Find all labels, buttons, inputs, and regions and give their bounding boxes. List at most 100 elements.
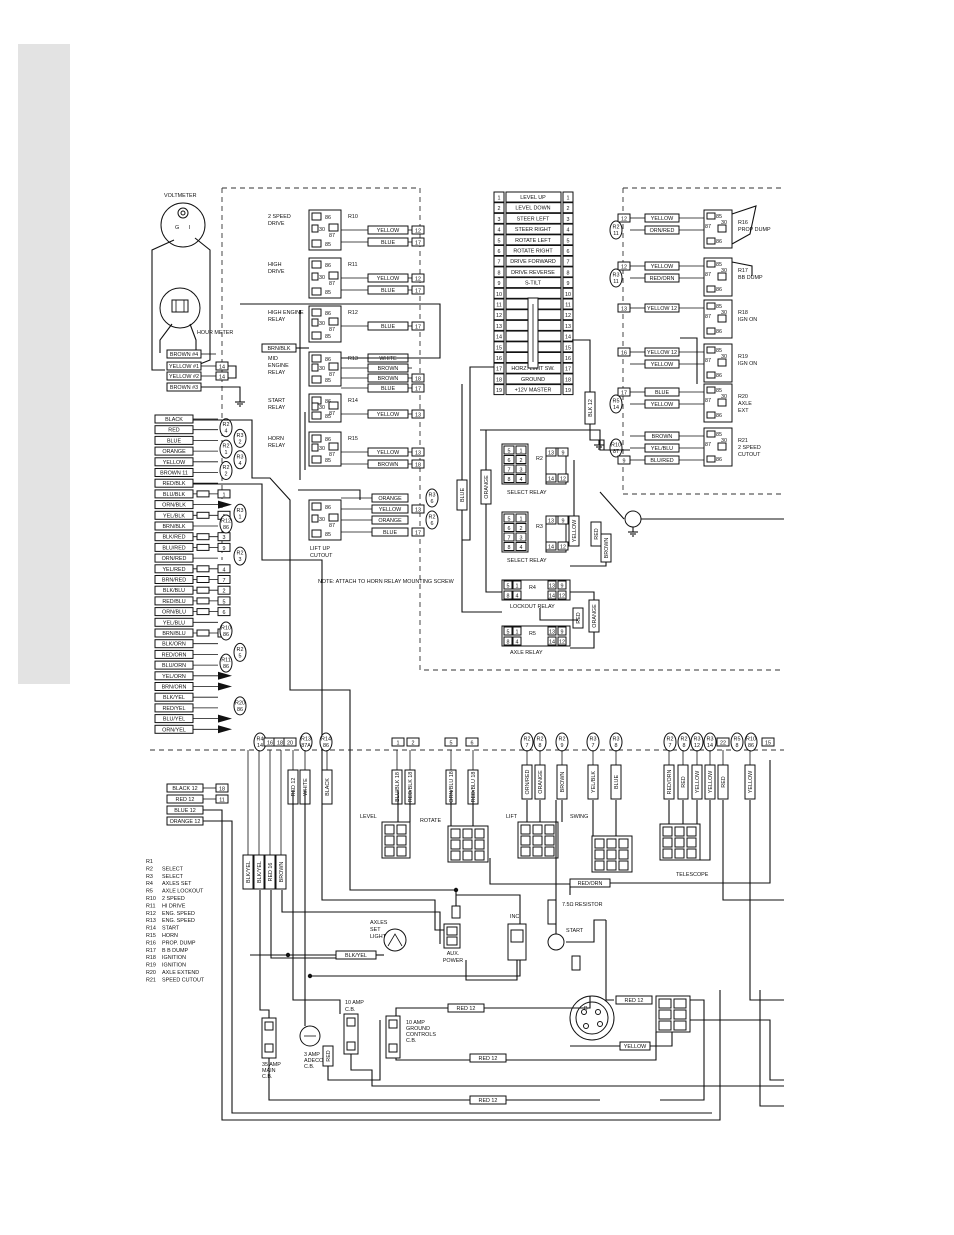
terminal-number: [411, 373, 425, 383]
vertical-wire-label: BROWN: [279, 862, 285, 883]
terminal-left-number: 2: [498, 206, 501, 212]
terminal-left: [493, 384, 505, 396]
wire-tag-label: YELLOW 12: [647, 350, 677, 356]
relay-pin: 87: [705, 442, 711, 448]
wire-tag-label: YELLOW: [651, 216, 674, 222]
vertical-wire-label: ORN/RED: [525, 769, 531, 794]
wire: [610, 760, 771, 884]
terminal-cell: [505, 287, 562, 299]
pin-number: 14: [548, 477, 554, 483]
key-switch-terminal: [597, 1021, 603, 1027]
wire-tag-label: YELLOW 12: [647, 306, 677, 312]
lift-cutout-name: LIFT UP: [310, 546, 330, 552]
switch-contact: [474, 850, 485, 861]
relay-pin-box: [311, 224, 319, 233]
reference-bubble-label: R3: [429, 493, 436, 499]
pin: [512, 590, 522, 600]
wire: [722, 800, 784, 901]
relay-pin-box: [311, 308, 322, 317]
vertical-wire-label: RED: [576, 612, 582, 623]
relay-id: R4: [529, 585, 536, 591]
reference-bubble-label: 4: [225, 429, 228, 435]
legend-id: R1: [146, 859, 153, 865]
relay-name: ENGINE: [268, 363, 289, 369]
cb-terminal: [388, 1019, 398, 1029]
relay-pin: 85: [716, 348, 722, 354]
relay-pin: 85: [325, 290, 331, 296]
pin-number: 13: [548, 451, 554, 457]
switch-contact: [673, 998, 687, 1009]
axles-set-light: [383, 928, 407, 952]
terminal-number-label: 12: [415, 229, 421, 235]
pin-number: 3: [520, 468, 523, 474]
relay-name: EXT: [738, 408, 749, 414]
reference-bubble-label: R10: [221, 626, 231, 632]
wire: [349, 780, 457, 906]
terminal-label: STEER RIGHT: [515, 227, 552, 233]
relay-pin: 87: [329, 523, 335, 529]
terminal-left: [493, 202, 505, 214]
relay-pin: 86: [325, 215, 331, 221]
pin-number: 1: [516, 584, 519, 590]
relay-pin: 85: [325, 334, 331, 340]
relay-id: R19: [738, 354, 748, 360]
relay-name: 2 SPEED: [738, 445, 761, 451]
terminal-left: [493, 266, 505, 278]
terminal-number-label: 12: [621, 265, 627, 271]
switch-contact: [686, 826, 697, 837]
wire: [310, 960, 521, 977]
terminal-right: [562, 309, 574, 321]
start-label: START: [566, 928, 584, 934]
legend-id: R18: [146, 955, 156, 961]
wire-tag-label: RED 12: [176, 797, 195, 803]
junction-dot: [307, 973, 313, 979]
relay-name: RELAY: [268, 443, 286, 449]
wire-tag-label: BLK/YEL: [345, 953, 367, 959]
wire-tag-label: RED 12: [457, 1006, 476, 1012]
axles-set-light-label: LIGHT: [370, 934, 387, 940]
terminal-right-number: 18: [565, 377, 571, 383]
legend-desc: IGNITION: [162, 955, 186, 961]
terminal-right-number: 11: [565, 303, 571, 309]
relay-pin: 30: [319, 517, 325, 523]
terminal-label: ROTATE RIGHT: [513, 249, 553, 255]
key-term: B: [584, 1006, 588, 1012]
relay-id: R21: [738, 438, 748, 444]
relay-pin: 86: [325, 399, 331, 405]
terminal-number: [217, 575, 231, 584]
wire: [240, 303, 441, 359]
reference-bubble-label: R2: [237, 551, 244, 557]
terminal-left-number: 7: [498, 260, 501, 266]
cb-terminal: [264, 1043, 274, 1053]
vertical-wire-label: BLK/YEL: [257, 861, 263, 883]
relay-pin-box: [706, 212, 716, 220]
vertical-wire-label: BLU/BLK 18: [395, 772, 401, 802]
relay-id: R11: [348, 262, 358, 268]
reference-bubble-label: 2: [239, 439, 242, 445]
switch-contact: [450, 839, 461, 850]
switch-contact: [462, 839, 473, 850]
terminal-label: STEER LEFT: [517, 216, 550, 222]
switch-contact: [674, 848, 685, 859]
reference-bubble-label: R10: [611, 443, 621, 449]
terminal-left-number: 15: [496, 345, 502, 351]
wire-tag-label: ORANGE 12: [170, 819, 201, 825]
pin-number: 1: [516, 630, 519, 636]
pin: [503, 580, 513, 590]
terminal-number-label: 17: [415, 531, 421, 537]
relay-pin: 30: [721, 354, 727, 360]
reference-bubble-label: 3: [239, 557, 242, 563]
relay-socket-pin: [545, 473, 557, 483]
vertical-wire-label: BLUE: [614, 775, 620, 789]
reference-bubble-label: R3: [237, 433, 244, 439]
wire-tag-label: RED/YEL: [162, 706, 185, 712]
relay-pin-box: [706, 260, 716, 268]
legend-id: R5: [146, 889, 153, 895]
wire-tag-label: RED/ORN: [162, 652, 187, 658]
vertical-wire-label: RED/BLU 18: [471, 772, 477, 803]
